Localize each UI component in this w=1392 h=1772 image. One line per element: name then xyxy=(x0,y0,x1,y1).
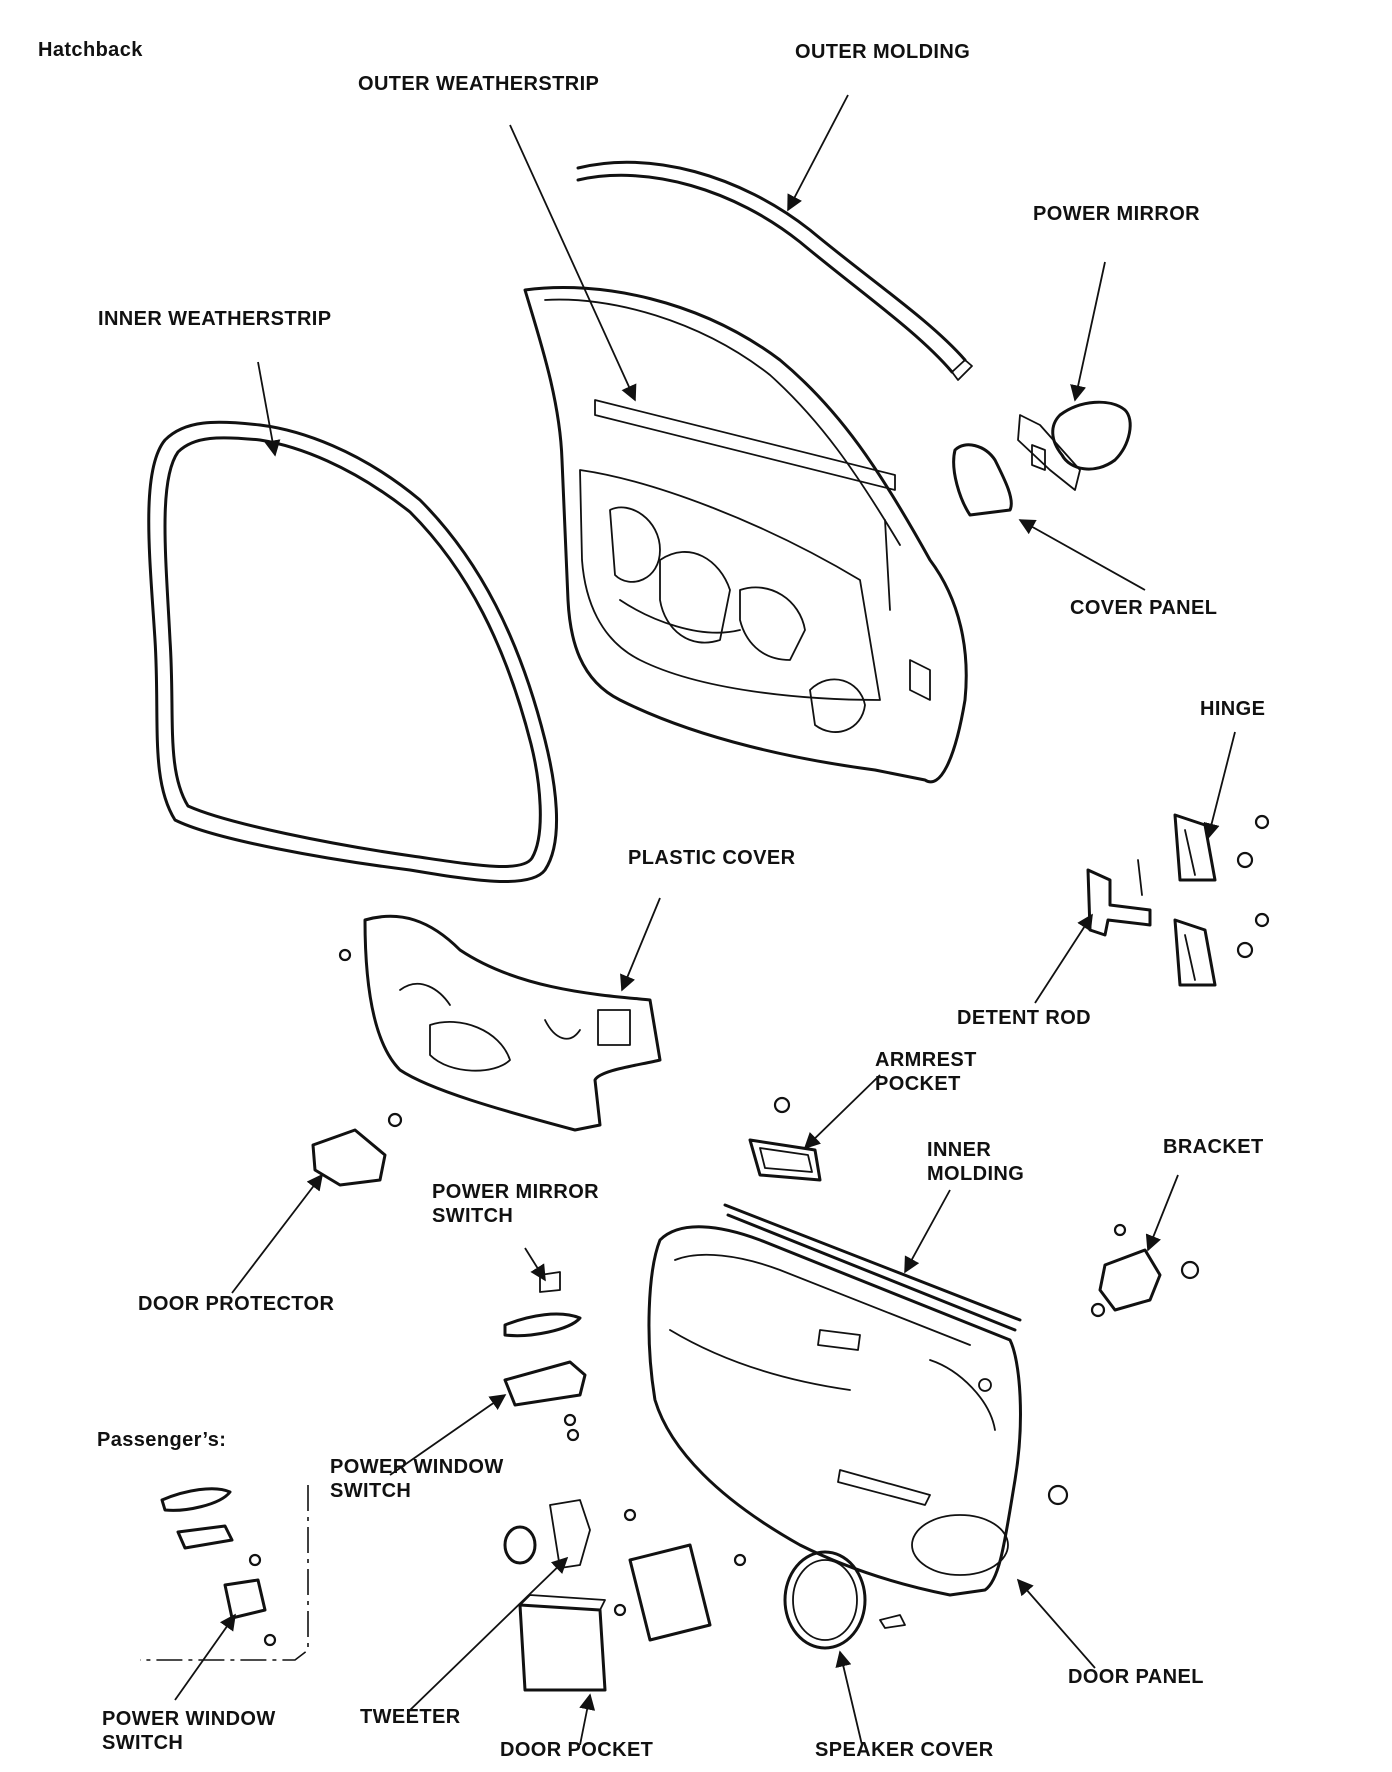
label-plastic-cover: PLASTIC COVER xyxy=(628,847,796,869)
detent-rod-part xyxy=(1086,859,1152,937)
label-inner-weatherstrip: INNER WEATHERSTRIP xyxy=(98,308,332,330)
door-protector-part xyxy=(311,1112,403,1187)
label-speaker-cover: SPEAKER COVER xyxy=(815,1739,994,1761)
door-pocket-part xyxy=(518,1543,747,1692)
label-passengers: Passenger’s: xyxy=(97,1429,227,1451)
speaker-cover-part xyxy=(783,1550,906,1650)
label-door-pocket: DOOR POCKET xyxy=(500,1739,654,1761)
hinge-part xyxy=(1173,813,1270,987)
label-power-window-switch-center: POWER WINDOW SWITCH xyxy=(330,1456,504,1502)
label-bracket: BRACKET xyxy=(1163,1136,1264,1158)
label-hinge: HINGE xyxy=(1200,698,1266,720)
cover-panel-part xyxy=(952,443,1013,517)
label-inner-molding: INNER MOLDING xyxy=(927,1139,1025,1185)
armrest-pocket-part xyxy=(748,1096,822,1182)
label-armrest-pocket: ARMREST POCKET xyxy=(875,1049,977,1095)
plastic-cover-part xyxy=(338,914,662,1132)
door-shell-part xyxy=(523,286,968,784)
outer-molding-part xyxy=(576,160,973,381)
tweeter-part xyxy=(503,1499,637,1569)
bracket-part xyxy=(1090,1223,1200,1318)
diagram-title: Hatchback xyxy=(38,39,143,61)
label-cover-panel: COVER PANEL xyxy=(1070,597,1218,619)
label-power-window-switch-left: POWER WINDOW SWITCH xyxy=(102,1708,276,1754)
label-outer-weatherstrip: OUTER WEATHERSTRIP xyxy=(358,73,600,95)
inner-weatherstrip-part xyxy=(147,420,559,883)
passenger-switch-assembly xyxy=(140,1485,309,1661)
power-window-switch-part xyxy=(503,1360,587,1442)
power-mirror-switch-part xyxy=(503,1271,582,1338)
label-tweeter: TWEETER xyxy=(360,1706,461,1728)
label-detent-rod: DETENT ROD xyxy=(957,1007,1091,1029)
leader-lines xyxy=(174,94,1236,1746)
label-power-mirror-switch: POWER MIRROR SWITCH xyxy=(432,1181,600,1227)
door-panel-part xyxy=(647,1225,1069,1597)
label-door-protector: DOOR PROTECTOR xyxy=(138,1293,335,1315)
inner-molding-part xyxy=(723,1203,1022,1332)
label-power-mirror: POWER MIRROR xyxy=(1033,203,1201,225)
label-outer-molding: OUTER MOLDING xyxy=(795,41,971,63)
power-mirror-part xyxy=(1017,400,1132,491)
label-door-panel: DOOR PANEL xyxy=(1068,1666,1204,1688)
